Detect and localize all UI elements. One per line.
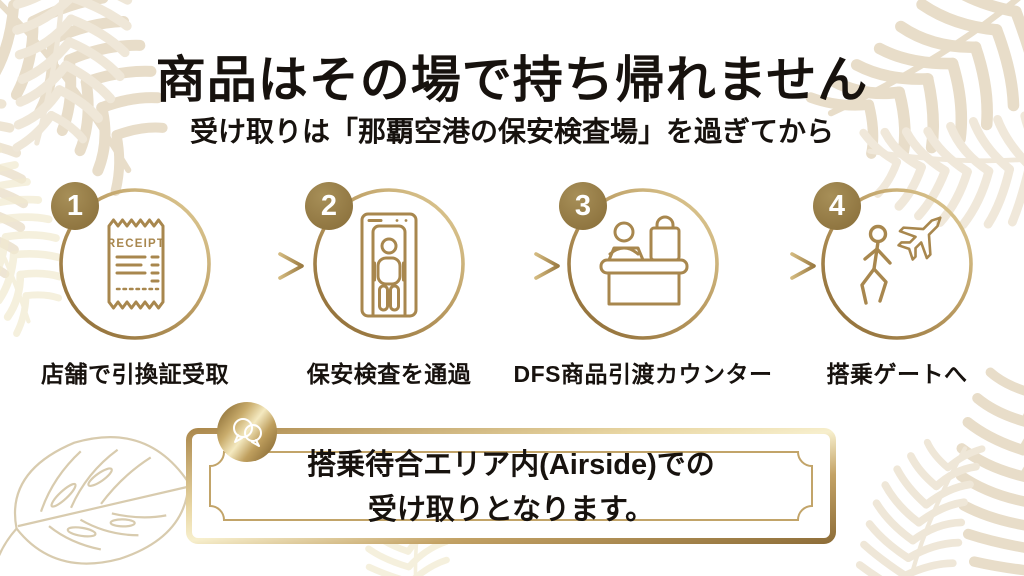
handover-counter-icon xyxy=(567,188,719,340)
notice-line-2: 受け取りとなります。 xyxy=(367,494,655,526)
step-item-3: 3 DFS商品引渡カウンター xyxy=(513,182,773,389)
receipt-icon: RECEIPT xyxy=(59,188,211,340)
notice-line-1: 搭乗待合エリア内(Airside)での xyxy=(307,449,715,481)
step-number-badge: 2 xyxy=(305,182,353,230)
step-number-badge: 4 xyxy=(813,182,861,230)
step-item-2: 2 保安検査を通過 xyxy=(262,182,516,389)
step-label-3: DFS商品引渡カウンター xyxy=(513,361,773,387)
receipt-label: RECEIPT xyxy=(107,238,165,250)
step-number-badge: 1 xyxy=(51,182,99,230)
monstera-leaf-decoration xyxy=(0,415,205,576)
process-steps: RECEIPT 1 店舗で引換証受取 xyxy=(0,182,1024,389)
flow-arrow-icon xyxy=(210,252,304,280)
chat-bubbles-icon xyxy=(217,402,277,462)
step-number-badge: 3 xyxy=(559,182,607,230)
flow-arrow-icon xyxy=(722,252,816,280)
step-item-1: RECEIPT 1 店舗で引換証受取 xyxy=(8,182,262,389)
airside-notice-box: 搭乗待合エリア内(Airside)での 受け取りとなります。 xyxy=(185,402,837,545)
step-label-4: 搭乗ゲートへ xyxy=(826,361,968,387)
gold-frame xyxy=(186,428,836,544)
step-label-2: 保安検査を通過 xyxy=(306,361,472,387)
walk-to-gate-icon xyxy=(821,188,973,340)
step-label-1: 店舗で引換証受取 xyxy=(41,361,229,387)
flow-arrow-icon xyxy=(466,252,560,280)
step-item-4: 4 搭乗ゲートへ xyxy=(770,182,1024,389)
page-title: 商品はその場で持ち帰れません xyxy=(155,52,869,108)
page-subtitle: 受け取りは「那覇空港の保安検査場」を過ぎてから xyxy=(189,116,834,147)
security-gate-icon xyxy=(313,188,465,340)
